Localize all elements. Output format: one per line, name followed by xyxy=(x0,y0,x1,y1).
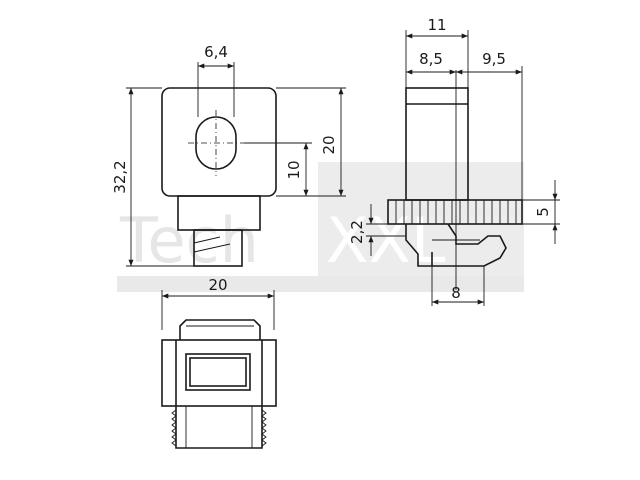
watermark-block xyxy=(318,162,524,276)
front-view-threaded-shank xyxy=(175,406,263,449)
dim-slot-center: 10 xyxy=(285,160,303,179)
watermark-word-right: XXL xyxy=(326,204,446,277)
dim-side-total-width: 11 xyxy=(427,16,446,34)
dim-side-right-width: 9,5 xyxy=(482,50,506,68)
watermark-word-left: Tech xyxy=(119,204,259,277)
dim-body-height: 20 xyxy=(320,135,338,154)
side-view: 11 8,5 9,5 5 2,2 8 xyxy=(348,16,560,306)
dim-front-width: 20 xyxy=(208,276,227,294)
front-view-window-outer xyxy=(185,353,251,391)
dim-nut-width: 8 xyxy=(451,284,461,302)
pin-thread-line xyxy=(193,236,221,244)
thread-right xyxy=(261,409,267,447)
side-view-nut-left xyxy=(405,224,433,267)
front-view: 20 xyxy=(161,276,277,449)
dim-side-left-width: 8,5 xyxy=(419,50,443,68)
top-view-pin xyxy=(193,229,243,267)
front-view-top-cap xyxy=(179,319,261,340)
watermark-band xyxy=(117,276,524,292)
dim-nut-offset: 2,2 xyxy=(348,220,366,244)
front-view-window-inner xyxy=(189,357,247,387)
side-view-knurled-flange xyxy=(387,199,523,225)
watermark: Tech XXL xyxy=(117,162,524,292)
dim-slot-width: 6,4 xyxy=(204,43,228,61)
dim-total-height: 32,2 xyxy=(111,160,129,193)
knurl-lines xyxy=(395,200,517,224)
front-view-body xyxy=(161,339,277,407)
thread-left xyxy=(171,409,177,447)
top-view-body xyxy=(161,87,277,197)
top-view: 6,4 32,2 20 10 xyxy=(111,43,346,267)
pin-thread-line xyxy=(193,243,231,253)
dim-flange-thickness: 5 xyxy=(534,207,552,217)
